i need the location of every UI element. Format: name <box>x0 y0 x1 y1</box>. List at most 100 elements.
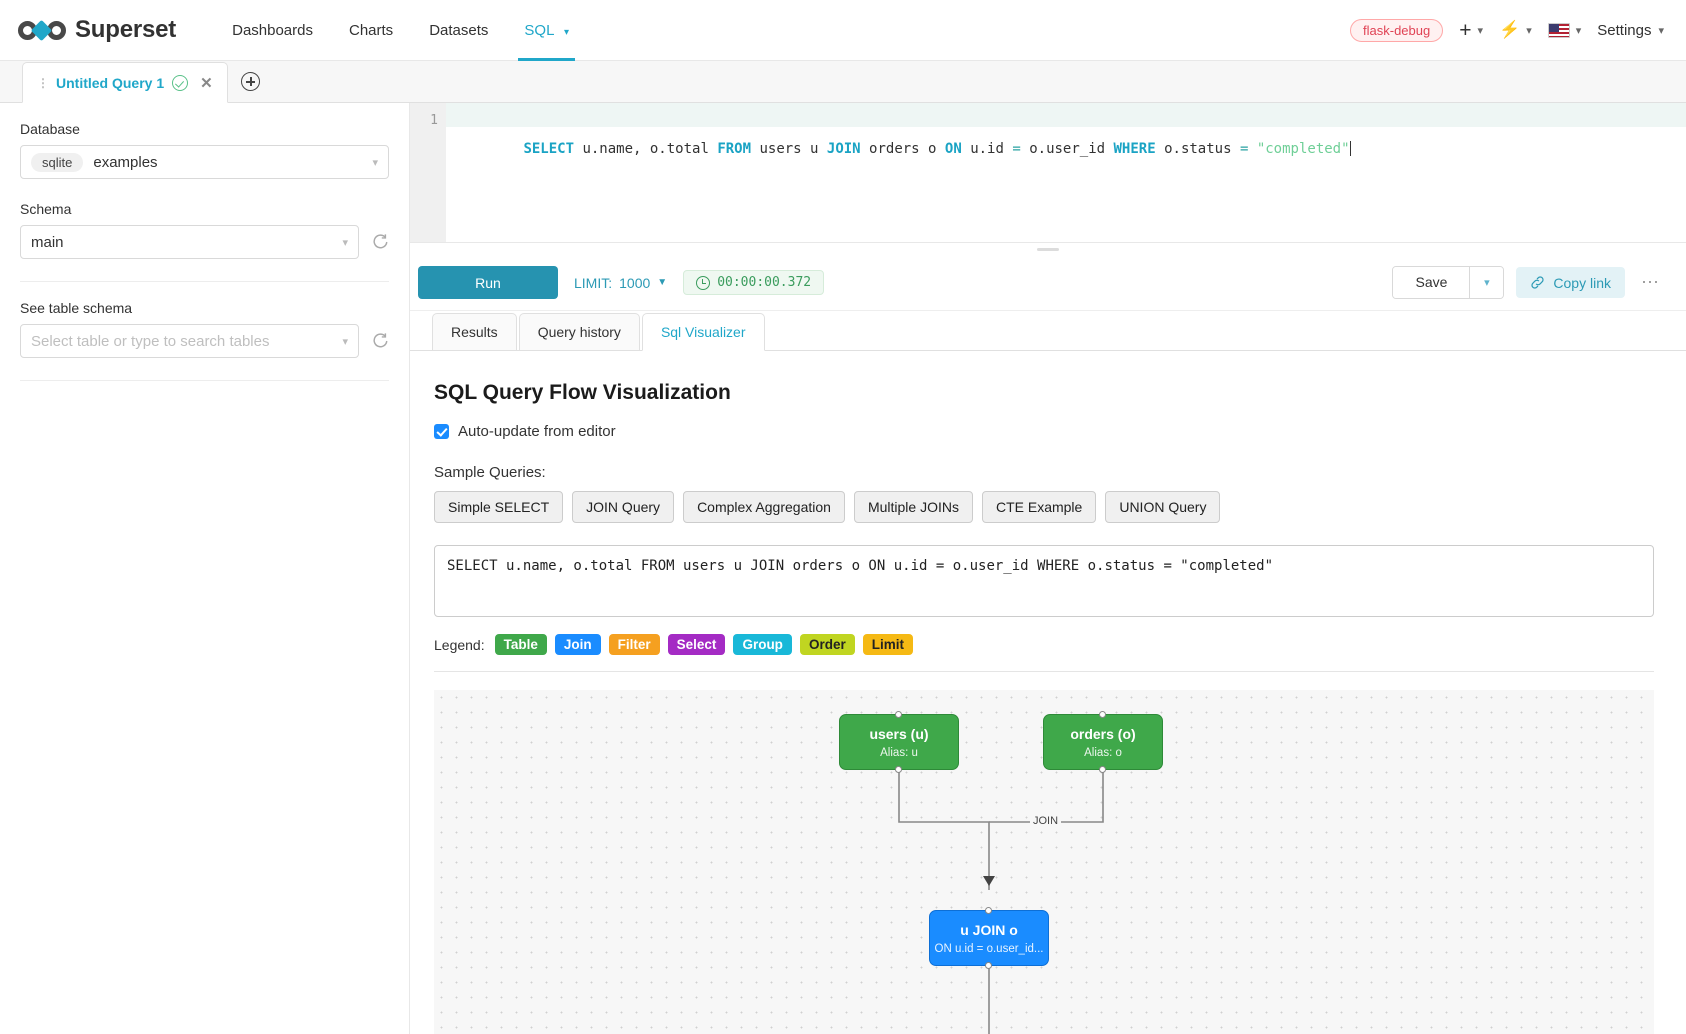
nav-item-dashboards[interactable]: Dashboards <box>214 0 331 61</box>
legend-chip-join: Join <box>554 634 601 655</box>
sample-button-join-query[interactable]: JOIN Query <box>572 491 675 523</box>
schema-field: Schema main ▾ <box>20 201 389 259</box>
database-engine-pill: sqlite <box>31 152 84 172</box>
bolt-menu-button[interactable]: ⚡ ▾ <box>1499 20 1532 40</box>
legend-chip-group: Group <box>733 634 792 655</box>
flow-edges <box>898 770 1104 1034</box>
sample-button-simple-select[interactable]: Simple SELECT <box>434 491 564 523</box>
close-icon[interactable]: ✕ <box>200 74 213 92</box>
editor-pane: 1 SELECT u.name, o.total FROM users u JO… <box>410 103 1686 1034</box>
node-port-bottom[interactable] <box>985 962 992 969</box>
copy-link-button[interactable]: Copy link <box>1516 267 1625 298</box>
save-button[interactable]: Save <box>1393 267 1470 298</box>
check-circle-icon <box>172 74 189 91</box>
run-button[interactable]: Run <box>418 266 558 299</box>
tab-sql-visualizer[interactable]: Sql Visualizer <box>641 313 765 351</box>
main-area: Database sqlite examples ▾ Schema main ▾ <box>0 103 1686 1034</box>
settings-menu-button[interactable]: Settings ▾ <box>1597 22 1664 39</box>
limit-dropdown[interactable]: LIMIT: 1000 ▼ <box>574 275 667 291</box>
node-users[interactable]: users (u) Alias: u <box>839 711 959 773</box>
top-navbar: Superset Dashboards Charts Datasets SQL … <box>0 0 1686 61</box>
navbar-right: flask-debug + ▾ ⚡ ▾ ▾ Settings ▾ <box>1350 18 1664 42</box>
refresh-tables-icon[interactable] <box>371 332 389 350</box>
primary-nav: Dashboards Charts Datasets SQL ▾ <box>214 0 587 61</box>
more-options-button[interactable]: ⋯ <box>1641 272 1660 292</box>
database-label: Database <box>20 121 80 137</box>
page-title: SQL Query Flow Visualization <box>434 381 731 404</box>
node-users-subtitle: Alias: u <box>880 746 918 759</box>
nav-item-sql[interactable]: SQL ▾ <box>506 0 587 61</box>
schema-value: main <box>31 233 64 251</box>
nav-label-datasets: Datasets <box>429 21 489 39</box>
node-port-top[interactable] <box>1099 711 1106 718</box>
editor-toolbar: Run LIMIT: 1000 ▼ 00:00:00.372 Save ▾ <box>410 255 1686 311</box>
sql-token-orders: orders o <box>860 141 945 157</box>
sidebar-divider-2 <box>20 380 389 381</box>
sample-button-complex-aggregation[interactable]: Complex Aggregation <box>683 491 845 523</box>
sql-token-space <box>1248 141 1256 157</box>
superset-logo[interactable]: Superset <box>18 16 176 44</box>
node-port-top[interactable] <box>895 711 902 718</box>
new-menu-button[interactable]: + ▾ <box>1459 20 1483 41</box>
brand-name: Superset <box>75 16 177 43</box>
tab-query-history[interactable]: Query history <box>518 313 640 351</box>
node-port-top[interactable] <box>985 907 992 914</box>
chevron-down-icon: ▾ <box>342 236 348 249</box>
save-dropdown-button[interactable]: ▾ <box>1469 267 1504 298</box>
sample-button-union-query[interactable]: UNION Query <box>1105 491 1221 523</box>
query-tab-untitled-query-1[interactable]: ⋮ Untitled Query 1 ✕ <box>22 62 228 103</box>
sql-token-on: ON <box>944 141 962 157</box>
sql-ace-editor[interactable]: 1 SELECT u.name, o.total FROM users u JO… <box>410 103 1686 243</box>
sample-button-cte-example[interactable]: CTE Example <box>981 491 1097 523</box>
legend-chip-order: Order <box>799 634 855 655</box>
left-panel: Database sqlite examples ▾ Schema main ▾ <box>0 103 410 1034</box>
node-orders[interactable]: orders (o) Alias: o <box>1043 711 1163 773</box>
chevron-down-icon: ▾ <box>1477 24 1484 37</box>
auto-update-row: Auto-update from editor <box>434 423 1664 440</box>
query-tab-bar: ⋮ Untitled Query 1 ✕ <box>0 61 1686 103</box>
sql-token-from: FROM <box>717 141 752 157</box>
table-schema-label: See table schema <box>20 300 133 316</box>
limit-value: 1000 <box>619 274 651 291</box>
schema-label: Schema <box>20 201 72 217</box>
refresh-schema-icon[interactable] <box>371 233 389 251</box>
plus-circle-icon <box>241 72 261 91</box>
chevron-down-icon: ▾ <box>372 156 378 169</box>
database-select[interactable]: sqlite examples ▾ <box>20 145 389 179</box>
add-query-tab-button[interactable] <box>228 61 274 102</box>
sample-button-multiple-joins[interactable]: Multiple JOINs <box>853 491 973 523</box>
flag-icon <box>1547 22 1570 38</box>
sql-token-cols: u.name, o.total <box>574 141 718 157</box>
copy-link-label: Copy link <box>1553 274 1611 291</box>
query-tab-label: Untitled Query 1 <box>56 74 165 91</box>
editor-code-line[interactable]: SELECT u.name, o.total FROM users u JOIN… <box>446 103 1686 157</box>
node-orders-title: orders (o) <box>1070 725 1136 742</box>
sql-token-string: "completed" <box>1256 141 1350 157</box>
table-select[interactable]: Select table or type to search tables ▾ <box>20 324 359 358</box>
tab-results[interactable]: Results <box>432 313 517 351</box>
sql-token-userid: o.user_id <box>1020 141 1114 157</box>
node-join[interactable]: u JOIN o ON u.id = o.user_id... <box>929 907 1049 969</box>
editor-gutter: 1 <box>410 103 446 242</box>
auto-update-checkbox[interactable] <box>434 424 449 439</box>
schema-select[interactable]: main ▾ <box>20 225 359 259</box>
sql-token-eq2: = <box>1239 141 1249 157</box>
nav-item-datasets[interactable]: Datasets <box>411 0 506 61</box>
sql-input-textarea[interactable] <box>434 545 1654 617</box>
sidebar-divider <box>20 281 389 282</box>
legend-chip-select: Select <box>667 634 726 655</box>
language-menu-button[interactable]: ▾ <box>1547 22 1581 38</box>
sample-queries-row: Simple SELECT JOIN Query Complex Aggrega… <box>432 491 1664 523</box>
sample-queries-label: Sample Queries: <box>434 464 546 481</box>
nav-item-charts[interactable]: Charts <box>331 0 411 61</box>
sql-token-join: JOIN <box>826 141 861 157</box>
node-port-bottom[interactable] <box>1099 766 1106 773</box>
drag-handle-icon[interactable]: ⋮ <box>37 75 49 90</box>
sql-token-users: users u <box>751 141 827 157</box>
editor-resize-handle[interactable] <box>410 243 1686 255</box>
nav-label-charts: Charts <box>349 21 394 39</box>
save-button-group: Save ▾ <box>1392 266 1505 299</box>
node-port-bottom[interactable] <box>895 766 902 773</box>
query-flow-canvas[interactable]: JOIN users (u) Alias: u orders (o) Alias… <box>434 690 1654 1034</box>
nav-label-dashboards: Dashboards <box>232 21 313 39</box>
